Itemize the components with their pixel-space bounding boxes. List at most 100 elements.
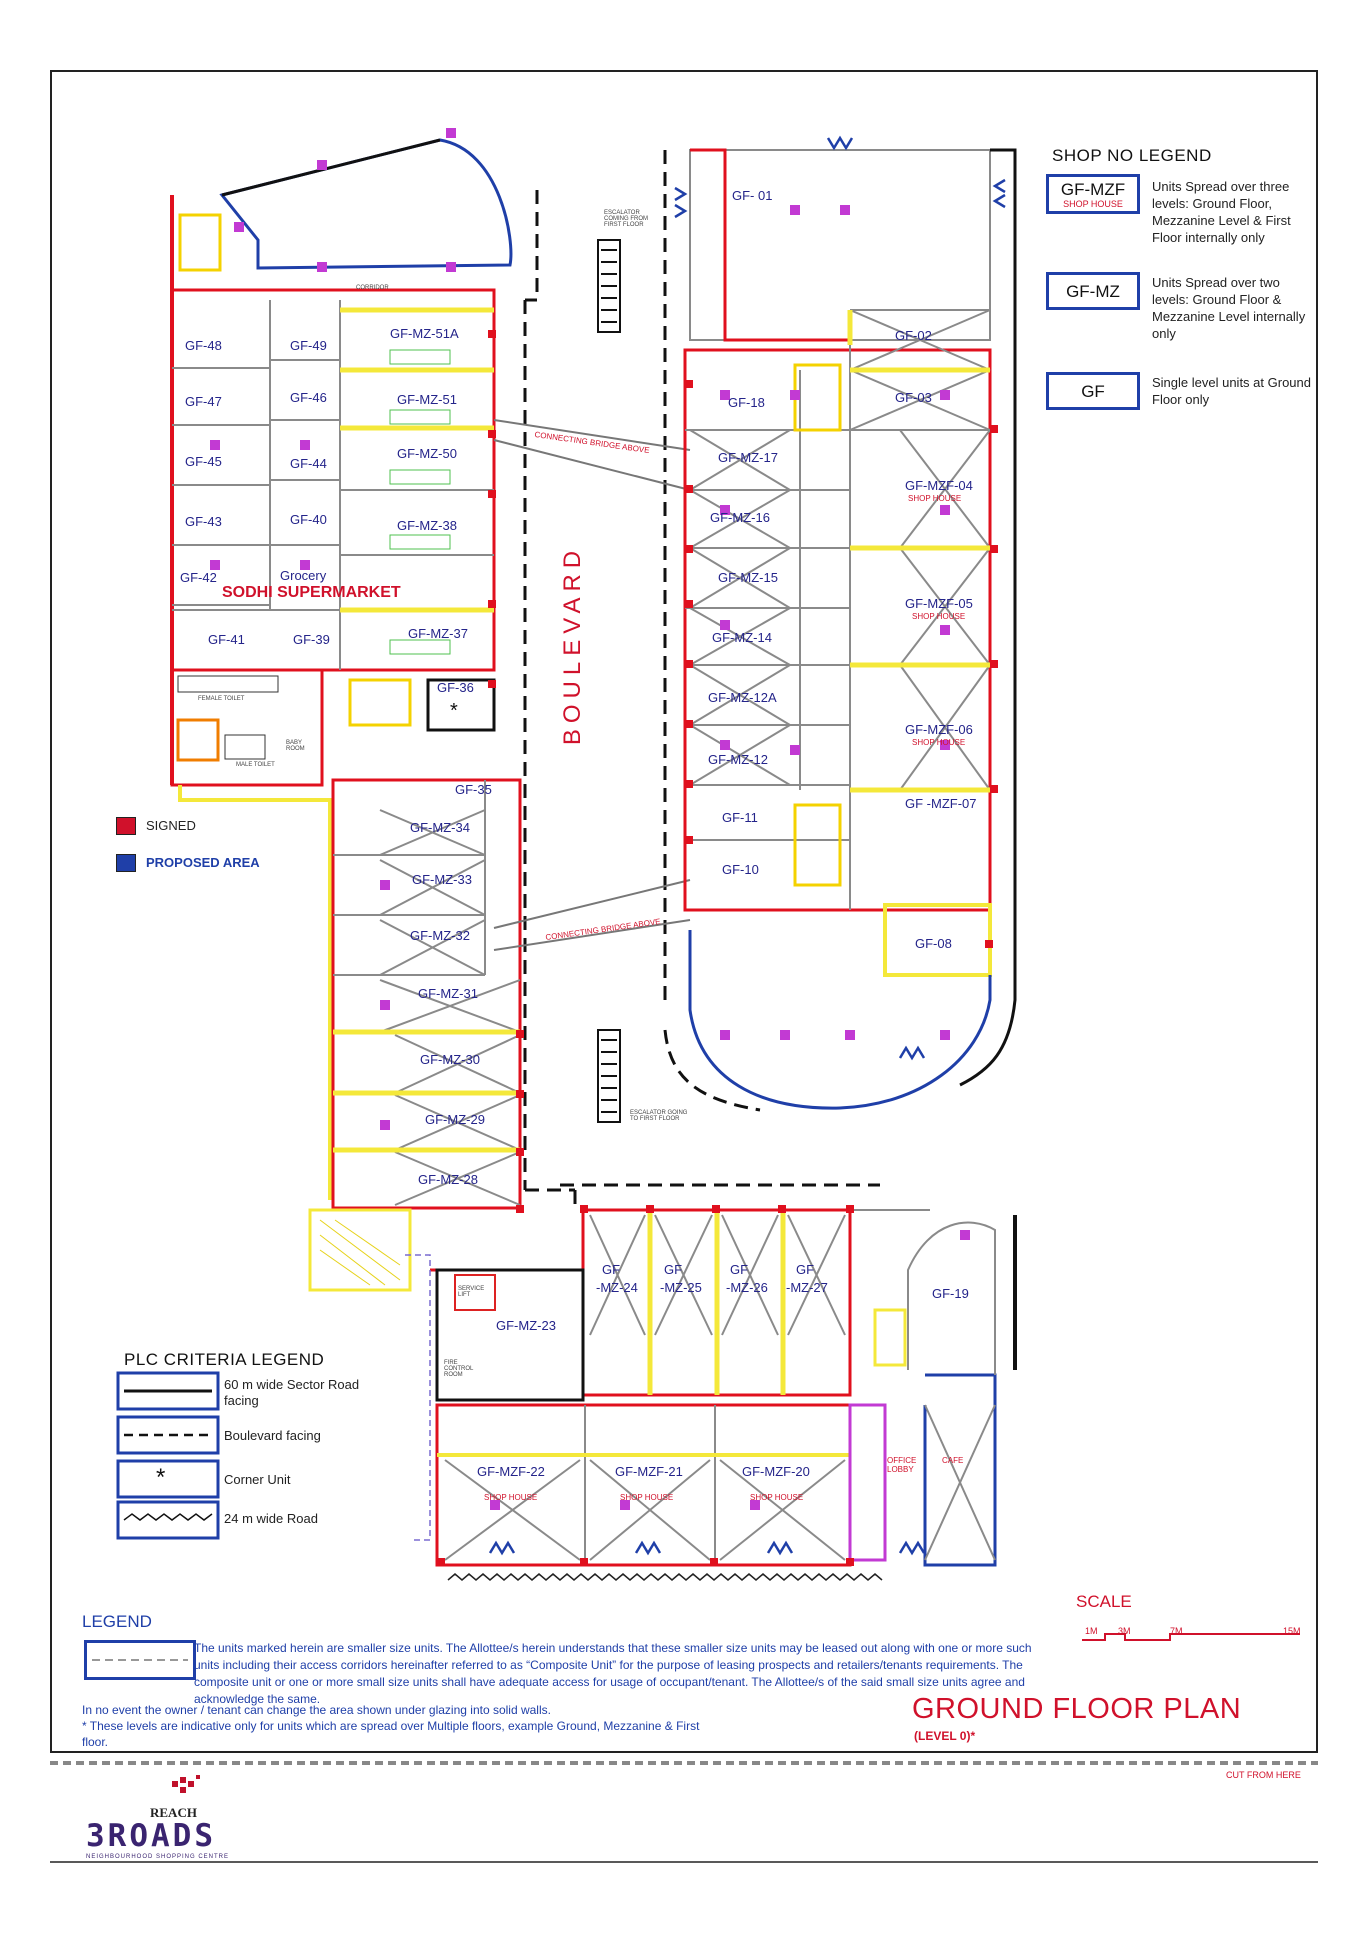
brand-tagline: NEIGHBOURHOOD SHOPPING CENTRE	[86, 1854, 230, 1860]
drawing-frame	[50, 70, 1318, 1753]
unit-gf-43[interactable]: GF-43	[185, 514, 222, 529]
plc-text-boulevard: Boulevard facing	[224, 1428, 321, 1443]
unit-gf-mz-32[interactable]: GF-MZ-32	[410, 928, 470, 943]
legend-dashed-box	[84, 1640, 196, 1680]
unit-gf-mz-38[interactable]: GF-MZ-38	[397, 518, 457, 533]
unit-gf-mzf-21[interactable]: GF-MZF-21	[615, 1464, 683, 1479]
unit-gf-40[interactable]: GF-40	[290, 512, 327, 527]
unit-gf-41[interactable]: GF-41	[208, 632, 245, 647]
unit-gf-08[interactable]: GF-08	[915, 936, 952, 951]
unit-gf-mz-37[interactable]: GF-MZ-37	[408, 626, 468, 641]
corner-unit-marker: *	[450, 700, 458, 722]
cafe: CAFE	[942, 1456, 964, 1465]
unit-gf-mz-23[interactable]: GF-MZ-23	[496, 1318, 556, 1333]
note-levels: * These levels are indicative only for u…	[82, 1719, 700, 1749]
unit-gf-36[interactable]: GF-36	[437, 680, 474, 695]
shop-legend-title: SHOP NO LEGEND	[1052, 146, 1212, 165]
unit-gf-18[interactable]: GF-18	[728, 395, 765, 410]
unit-gf-mz-12a[interactable]: GF-MZ-12A	[708, 690, 777, 705]
shop-house-21: SHOP HOUSE	[620, 1493, 674, 1502]
plc-text-24m-road: 24 m wide Road	[224, 1511, 318, 1526]
unit-gf-39[interactable]: GF-39	[293, 632, 330, 647]
legend-code-gf-mzf: GF-MZF SHOP HOUSE	[1046, 174, 1140, 214]
scale-mark-3m: 3M	[1118, 1626, 1131, 1636]
shop-house-20: SHOP HOUSE	[750, 1493, 804, 1502]
unit-gf-46[interactable]: GF-46	[290, 390, 327, 405]
shop-house-22: SHOP HOUSE	[484, 1493, 538, 1502]
service-lift-label: SERVICE LIFT	[458, 1286, 485, 1298]
unit-gf-45[interactable]: GF-45	[185, 454, 222, 469]
unit-gf-11[interactable]: GF-11	[722, 810, 758, 825]
cut-from-here: CUT FROM HERE	[1226, 1770, 1301, 1780]
unit-gf-mz-26-b[interactable]: -MZ-26	[726, 1280, 768, 1295]
unit-gf-10[interactable]: GF-10	[722, 862, 759, 877]
unit-gf-mz-26-a[interactable]: GF	[730, 1262, 749, 1277]
unit-gf-mz-28[interactable]: GF-MZ-28	[418, 1172, 478, 1187]
plc-text-sector-road: 60 m wide Sector Road facing	[224, 1377, 360, 1408]
unit-gf-mz-17[interactable]: GF-MZ-17	[718, 450, 778, 465]
legend-code-gf: GF	[1046, 372, 1140, 410]
unit-gf-mzf-05[interactable]: GF-MZF-05	[905, 596, 973, 611]
unit-gf-mzf-20[interactable]: GF-MZF-20	[742, 1464, 810, 1479]
corridor-label: CORRIDOR	[356, 285, 389, 291]
legend-desc-gf-mzf: Units Spread over three levels: Ground F…	[1152, 179, 1291, 245]
signed-swatch	[116, 817, 136, 835]
shop-house-05: SHOP HOUSE	[912, 612, 966, 621]
escalator-from-label: ESCALATOR COMING FROM FIRST FLOOR	[604, 210, 648, 228]
baby-room-label: BABY ROOM	[286, 740, 305, 752]
proposed-swatch	[116, 854, 136, 872]
unit-gf-mz-16[interactable]: GF-MZ-16	[710, 510, 770, 525]
legend-code-sub: SHOP HOUSE	[1063, 199, 1123, 209]
unit-gf-02[interactable]: GF-02	[895, 328, 932, 343]
unit-gf-mzf-06[interactable]: GF-MZF-06	[905, 722, 973, 737]
unit-gf-mzf-07[interactable]: GF -MZF-07	[905, 796, 977, 811]
unit-gf-mz-12[interactable]: GF-MZ-12	[708, 752, 768, 767]
scale-mark-15m: 15M	[1283, 1626, 1301, 1636]
unit-gf-03[interactable]: GF-03	[895, 390, 932, 405]
asterisk-icon: *	[156, 1464, 166, 1491]
unit-gf-mz-33[interactable]: GF-MZ-33	[412, 872, 472, 887]
legend-code-gf-mz: GF-MZ	[1046, 272, 1140, 310]
unit-gf-mz-31[interactable]: GF-MZ-31	[418, 986, 478, 1001]
unit-gf-mz-50[interactable]: GF-MZ-50	[397, 446, 457, 461]
unit-gf-mz-51[interactable]: GF-MZ-51	[397, 392, 457, 407]
unit-gf-49[interactable]: GF-49	[290, 338, 327, 353]
escalator-to-label: ESCALATOR GOING TO FIRST FLOOR	[630, 1110, 688, 1122]
unit-gf-01[interactable]: GF- 01	[732, 188, 773, 203]
anchor-category: Grocery	[280, 568, 327, 583]
anchor-tenant[interactable]: SODHI SUPERMARKET	[222, 584, 401, 601]
shop-house-04: SHOP HOUSE	[908, 494, 962, 503]
unit-gf-19[interactable]: GF-19	[932, 1286, 969, 1301]
unit-gf-47[interactable]: GF-47	[185, 394, 222, 409]
legend-code-text: GF-MZ	[1066, 282, 1120, 301]
legend-desc-gf: Single level units at Ground Floor only	[1152, 375, 1311, 407]
unit-gf-mz-27-b[interactable]: -MZ-27	[786, 1280, 828, 1295]
unit-gf-mz-34[interactable]: GF-MZ-34	[410, 820, 470, 835]
unit-gf-mz-24-b[interactable]: -MZ-24	[596, 1280, 638, 1295]
unit-gf-35[interactable]: GF-35	[455, 782, 492, 797]
plc-legend-title: PLC CRITERIA LEGEND	[124, 1350, 325, 1369]
office-lobby: OFFICE LOBBY	[887, 1456, 917, 1474]
plan-level: (LEVEL 0)*	[914, 1729, 976, 1743]
unit-gf-48[interactable]: GF-48	[185, 338, 222, 353]
unit-gf-mz-25-a[interactable]: GF	[664, 1262, 683, 1277]
shop-house-06: SHOP HOUSE	[912, 738, 966, 747]
unit-gf-mz-15[interactable]: GF-MZ-15	[718, 570, 778, 585]
unit-gf-mz-27-a[interactable]: GF	[796, 1262, 815, 1277]
unit-gf-44[interactable]: GF-44	[290, 456, 327, 471]
unit-gf-mz-51a[interactable]: GF-MZ-51A	[390, 326, 459, 341]
unit-gf-mz-25-b[interactable]: -MZ-25	[660, 1280, 702, 1295]
scale-title: SCALE	[1076, 1592, 1132, 1611]
unit-gf-mz-30[interactable]: GF-MZ-30	[420, 1052, 480, 1067]
note-glazing: In no event the owner / tenant can chang…	[82, 1703, 551, 1717]
unit-gf-mz-14[interactable]: GF-MZ-14	[712, 630, 772, 645]
unit-gf-42[interactable]: GF-42	[180, 570, 217, 585]
unit-gf-mz-29[interactable]: GF-MZ-29	[425, 1112, 485, 1127]
unit-gf-mz-24-a[interactable]: GF	[602, 1262, 621, 1277]
unit-gf-mzf-22[interactable]: GF-MZF-22	[477, 1464, 545, 1479]
brand-top: REACH	[150, 1805, 197, 1820]
male-toilet-label: MALE TOILET	[236, 762, 275, 768]
unit-gf-mzf-04[interactable]: GF-MZF-04	[905, 478, 973, 493]
scale-mark-1m: 1M	[1085, 1626, 1098, 1636]
